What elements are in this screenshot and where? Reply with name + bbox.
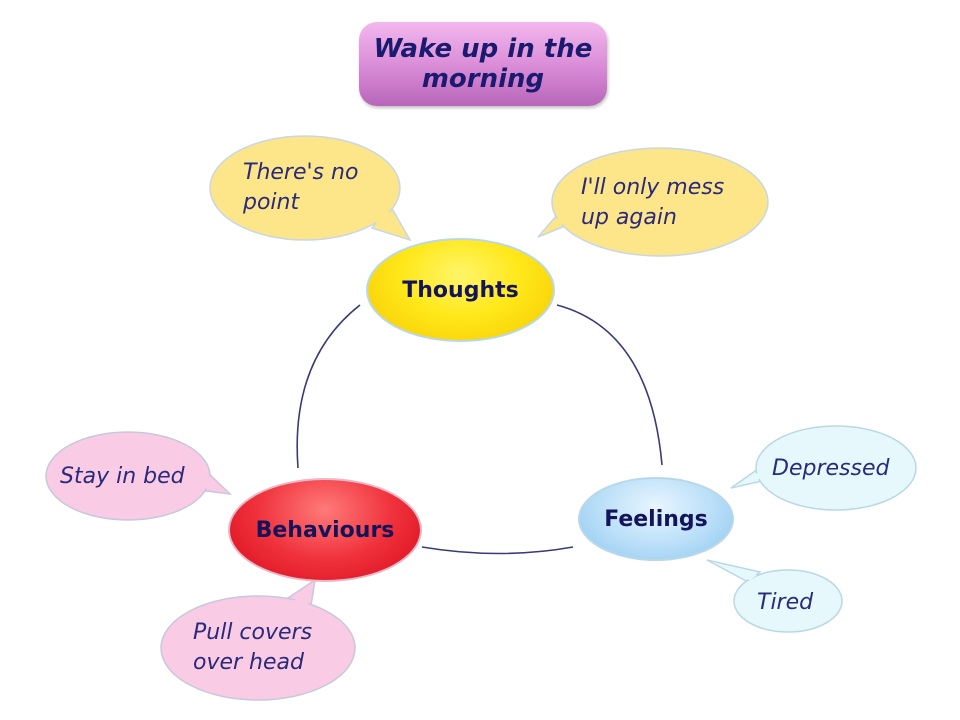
behaviours-label: Behaviours bbox=[255, 517, 395, 543]
feeling-bubble-1 bbox=[730, 425, 917, 511]
behaviour-bubble-2 bbox=[160, 578, 356, 701]
behaviour-bubble-2-line-2: over head bbox=[193, 650, 304, 675]
thoughts-node: Thoughts bbox=[366, 238, 555, 342]
thought-bubble-1 bbox=[209, 135, 412, 242]
title-box: Wake up in the morning bbox=[359, 22, 607, 106]
thought-bubble-2-text: I'll only mess up again bbox=[581, 173, 724, 233]
title-line-2: morning bbox=[421, 64, 545, 94]
thought-bubble-2-line-2: up again bbox=[581, 205, 677, 230]
connector-behaviours-feelings bbox=[421, 546, 574, 555]
thought-bubble-2 bbox=[537, 147, 769, 257]
connector-thoughts-feelings bbox=[556, 304, 663, 466]
title-line-1: Wake up in the bbox=[373, 34, 593, 64]
behaviour-bubble-1-text: Stay in bed bbox=[60, 464, 185, 489]
thought-bubble-1-line-2: point bbox=[243, 190, 300, 215]
feelings-node: Feelings bbox=[578, 477, 734, 561]
thought-bubble-1-text: There's no point bbox=[243, 158, 358, 218]
connector-thoughts-behaviours bbox=[296, 304, 361, 469]
behaviour-bubble-2-text: Pull covers over head bbox=[193, 618, 312, 678]
thoughts-label: Thoughts bbox=[402, 277, 519, 303]
behaviours-node: Behaviours bbox=[228, 478, 422, 582]
feeling-bubble-2-text: Tired bbox=[757, 590, 814, 615]
behaviour-bubble-2-line-1: Pull covers bbox=[193, 620, 313, 645]
feeling-bubble-2 bbox=[706, 559, 843, 633]
feeling-bubble-1-text: Depressed bbox=[772, 456, 890, 481]
feelings-label: Feelings bbox=[604, 506, 708, 532]
title-text: Wake up in the morning bbox=[373, 34, 593, 94]
thought-bubble-1-line-1: There's no bbox=[243, 160, 359, 185]
behaviour-bubble-1 bbox=[45, 431, 233, 521]
thought-bubble-2-line-1: I'll only mess bbox=[581, 175, 725, 200]
